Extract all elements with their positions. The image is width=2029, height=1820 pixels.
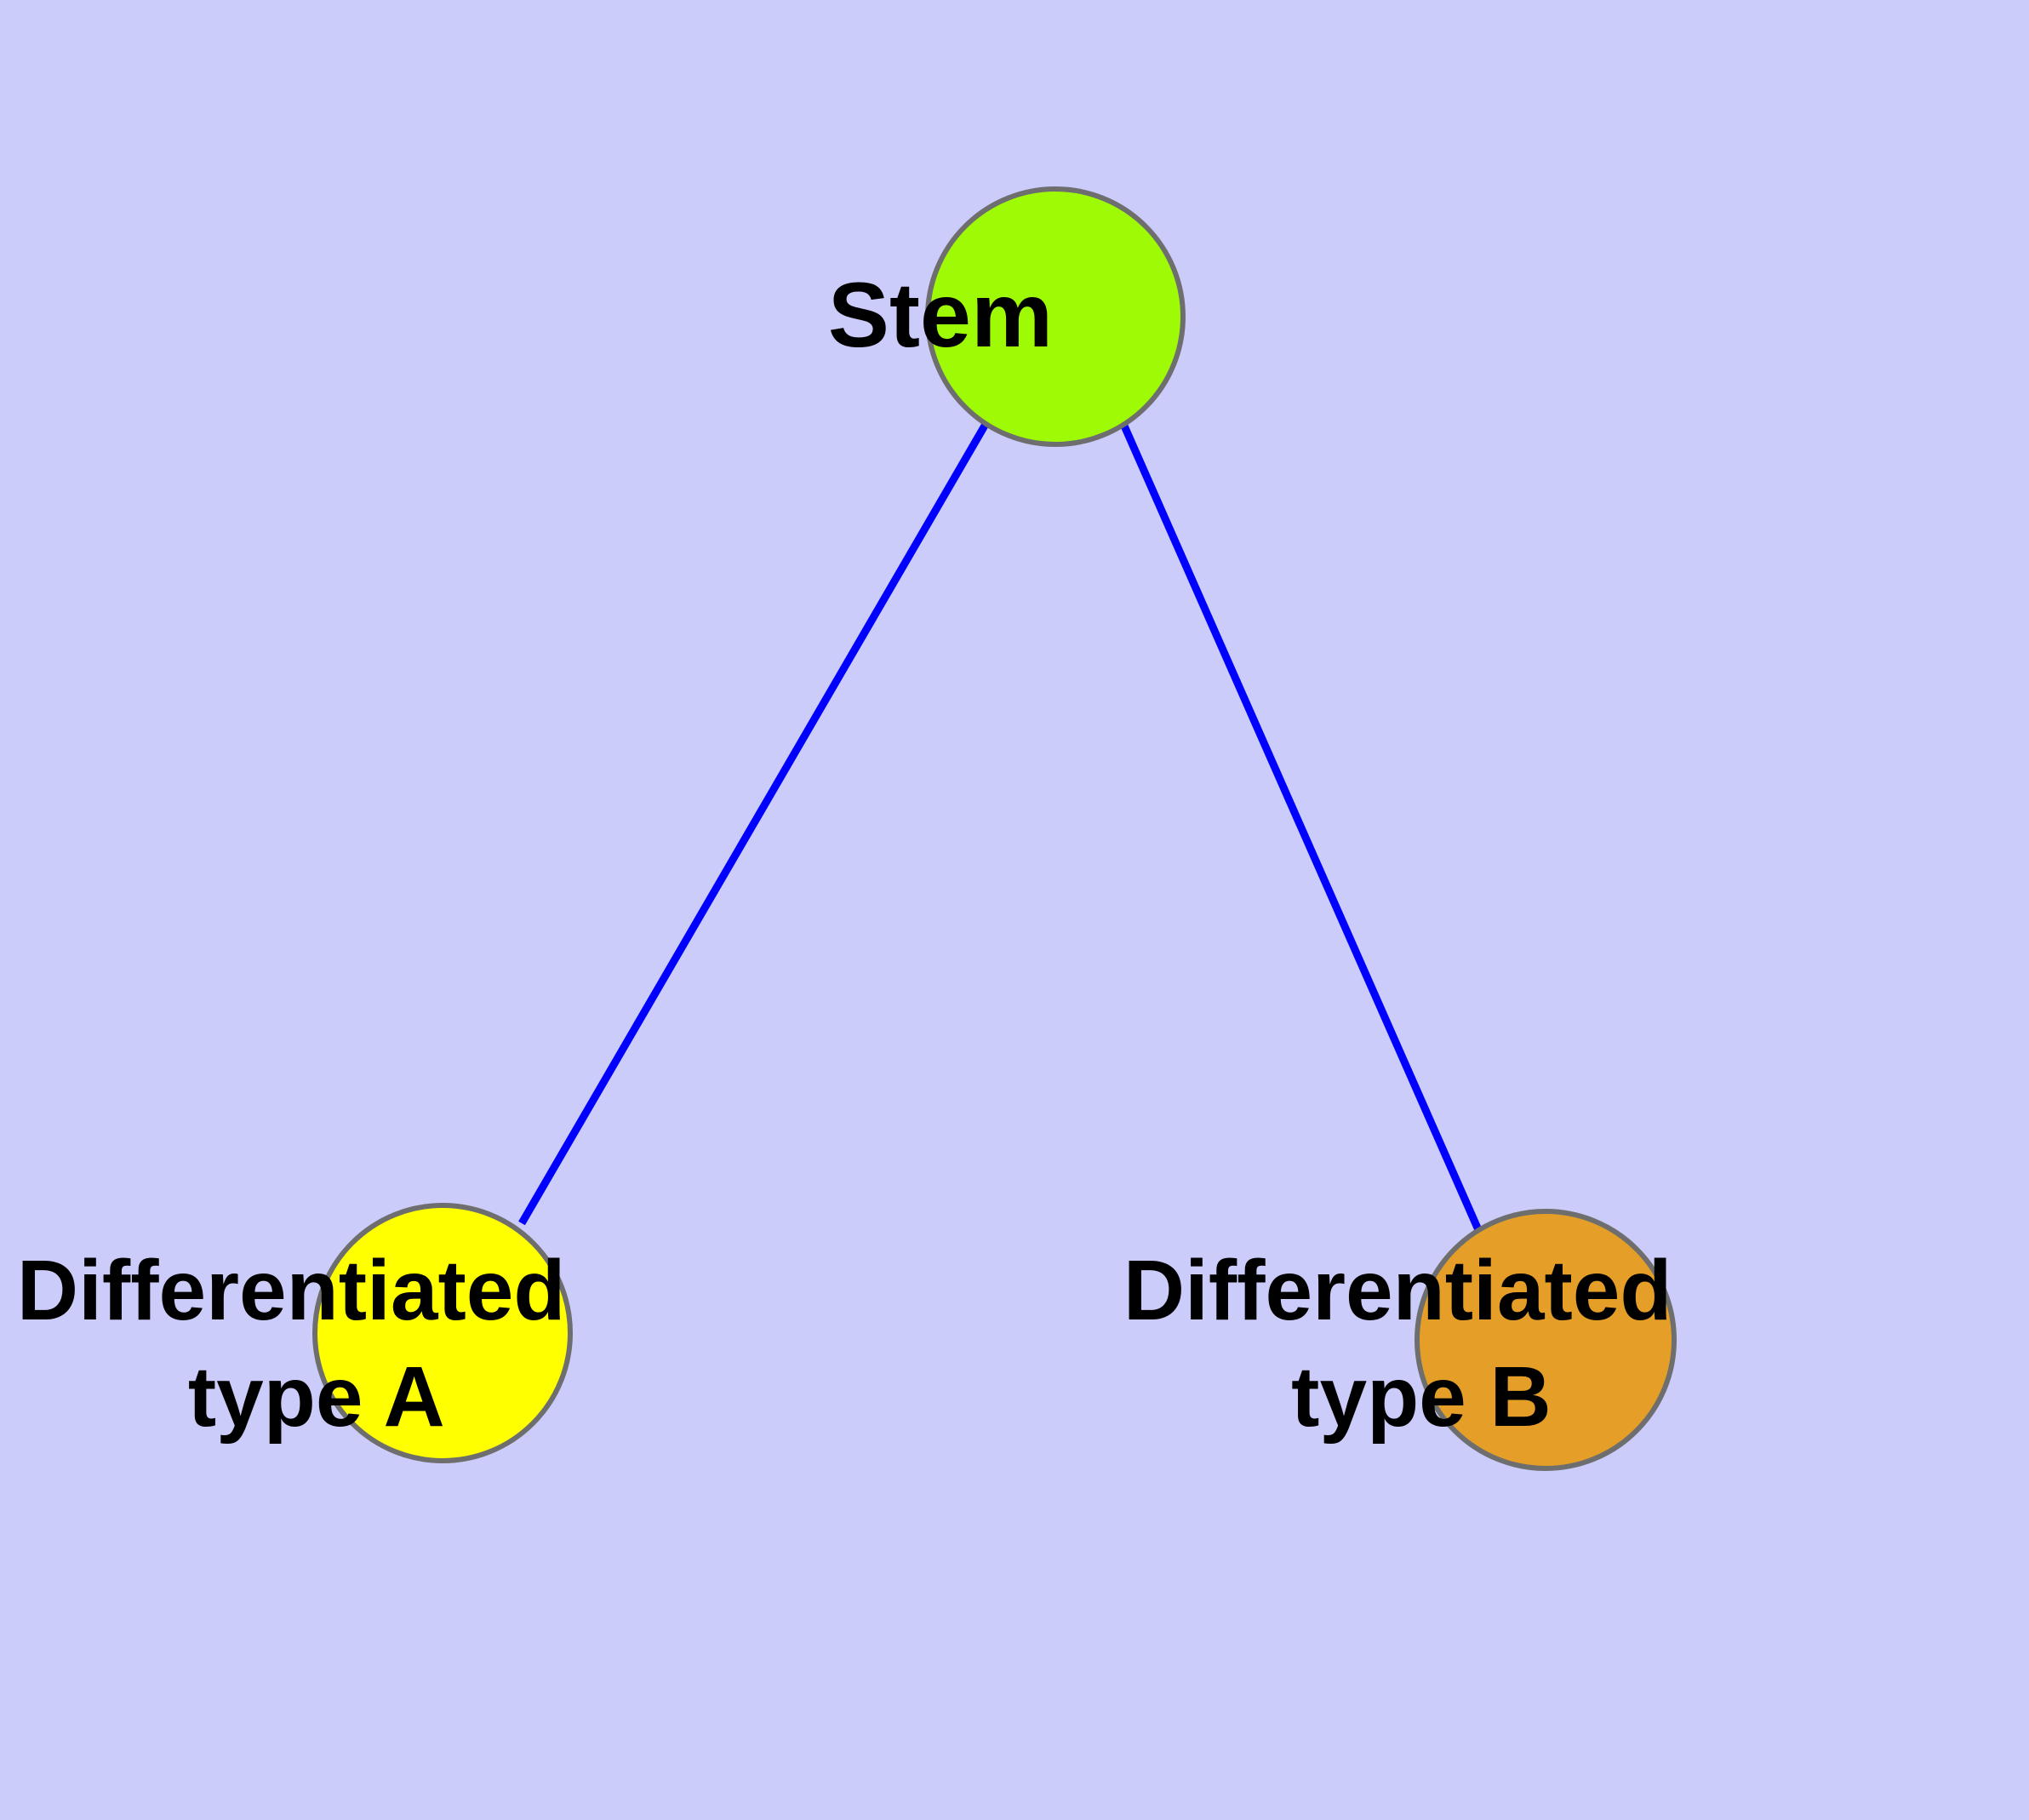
edge-layer bbox=[518, 422, 1483, 1233]
node-differentiated-type-a-circle[interactable] bbox=[312, 1203, 573, 1463]
node-differentiated-type-b-circle[interactable] bbox=[1415, 1209, 1677, 1471]
node-stem-label-line-1: Stem bbox=[828, 263, 1053, 366]
node-differentiated-type-b[interactable]: Differentiated type B bbox=[1123, 1209, 1932, 1471]
node-layer: Stem Differentiated type A Differentiate… bbox=[17, 186, 1932, 1471]
node-differentiated-type-a[interactable]: Differentiated type A bbox=[17, 1203, 826, 1463]
edge-stem-to-type-b[interactable] bbox=[1119, 422, 1483, 1233]
node-differentiated-type-b-label-line-1: Differentiated bbox=[1123, 1243, 1672, 1338]
node-stem[interactable]: Stem bbox=[828, 186, 1283, 447]
node-differentiated-type-a-label: Differentiated type A bbox=[17, 1243, 826, 1445]
node-stem-circle[interactable] bbox=[925, 186, 1186, 447]
node-differentiated-type-a-label-line-2: type A bbox=[188, 1349, 443, 1445]
node-differentiated-type-b-label-line-2: type B bbox=[1291, 1349, 1552, 1445]
edge-stem-to-type-a[interactable] bbox=[518, 423, 988, 1226]
node-differentiated-type-a-label-line-1: Differentiated bbox=[17, 1243, 566, 1338]
node-differentiated-type-b-label: Differentiated type B bbox=[1123, 1243, 1932, 1445]
node-stem-label: Stem bbox=[828, 263, 1283, 366]
